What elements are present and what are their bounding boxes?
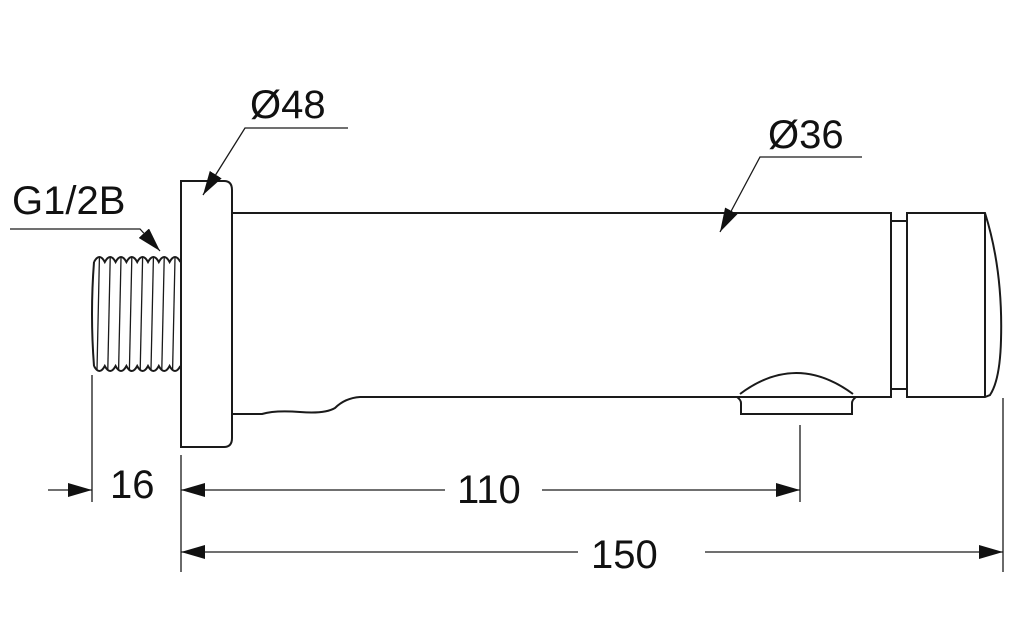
thread-ridge xyxy=(96,257,101,371)
flange-diameter-label: Ø48 xyxy=(250,83,326,127)
body-diameter-label: Ø36 xyxy=(768,113,844,157)
thread xyxy=(91,256,182,372)
dimension-16-label: 16 xyxy=(110,463,155,507)
thread-label: G1/2B xyxy=(12,179,125,223)
extension-lines xyxy=(91,375,1004,572)
thread-ridge xyxy=(117,257,122,371)
wall-flange xyxy=(180,180,233,448)
body-diameter-leader xyxy=(719,156,862,233)
thread-ridge xyxy=(107,257,111,371)
dimension-150-label: 150 xyxy=(591,533,658,577)
flange-diameter-leader xyxy=(202,127,348,196)
thread-leader xyxy=(10,228,161,252)
thread-ridge xyxy=(161,257,165,371)
thread-ridge xyxy=(128,257,133,371)
connector-ring xyxy=(891,220,907,390)
thread-outline xyxy=(91,256,182,372)
thread-ridge xyxy=(139,257,144,371)
dimension-110-label: 110 xyxy=(457,468,521,512)
outlet-aerator xyxy=(736,372,859,415)
end-cap xyxy=(906,212,1003,398)
spout-body xyxy=(232,212,892,415)
thread-ridge xyxy=(171,257,176,371)
thread-ridge xyxy=(150,257,155,371)
